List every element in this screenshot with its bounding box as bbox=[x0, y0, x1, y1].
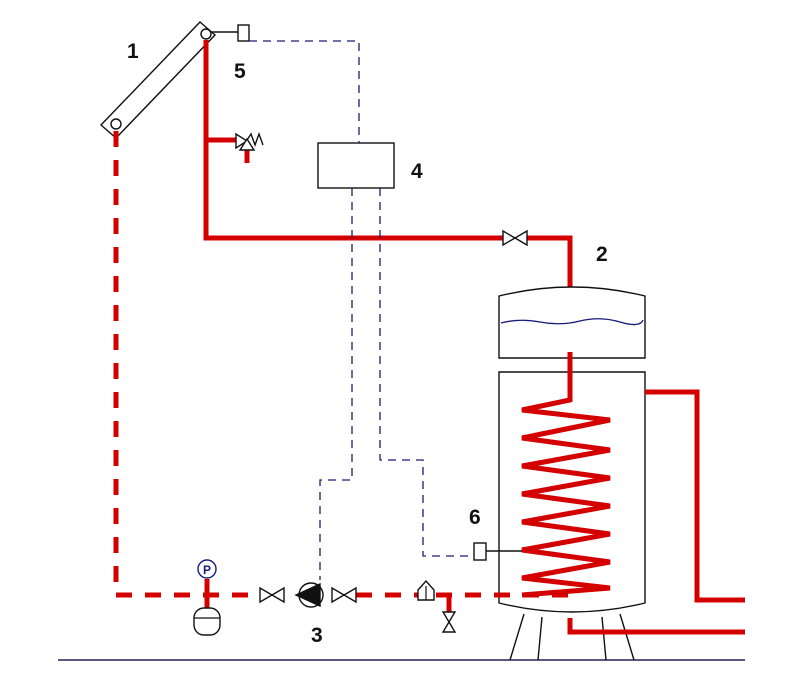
controller-box bbox=[317, 142, 395, 189]
tank-sensor bbox=[473, 542, 522, 561]
signal-line-collector-sensor bbox=[249, 40, 360, 143]
return-pipe-collector bbox=[113, 131, 260, 598]
heat-exchanger-coil bbox=[521, 352, 611, 598]
safety-relief-valve bbox=[206, 131, 264, 163]
signal-line-pump bbox=[319, 188, 353, 580]
drain-valve bbox=[441, 597, 457, 633]
expansion-tank bbox=[193, 579, 221, 636]
hot-supply-pipe-to-tank bbox=[527, 235, 573, 305]
air-vent-valve bbox=[417, 579, 435, 601]
collector-sensor bbox=[211, 24, 250, 42]
label-collector: 1 bbox=[127, 40, 139, 63]
label-pump: 3 bbox=[311, 624, 323, 647]
label-controller: 4 bbox=[411, 160, 423, 183]
pressure-gauge-letter: P bbox=[203, 563, 211, 577]
hot-supply-pipe bbox=[203, 40, 503, 241]
hot-water-outlet-pipe bbox=[645, 389, 745, 603]
pump-inlet-valve bbox=[259, 586, 285, 604]
label-collector-sensor: 5 bbox=[234, 60, 246, 83]
circulation-pump bbox=[294, 582, 324, 608]
pump-outlet-valve bbox=[331, 586, 357, 604]
label-tank-sensor: 6 bbox=[469, 506, 481, 529]
signal-line-tank-sensor bbox=[379, 188, 474, 557]
pressure-gauge: P bbox=[197, 559, 217, 579]
label-tank: 2 bbox=[596, 243, 608, 266]
cold-water-inlet-pipe bbox=[567, 618, 745, 635]
supply-gate-valve bbox=[502, 229, 528, 247]
solar-collector bbox=[99, 21, 217, 139]
